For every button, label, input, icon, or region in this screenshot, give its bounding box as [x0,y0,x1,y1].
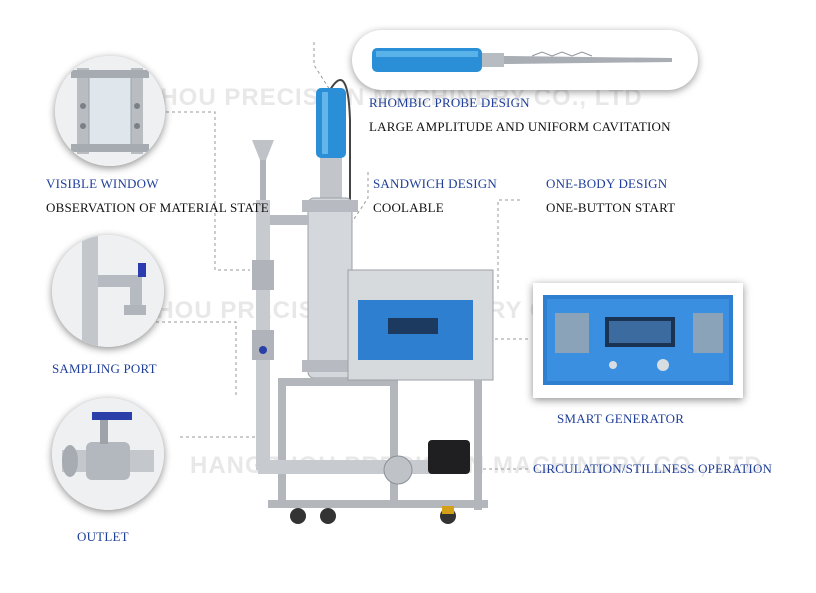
sampling-port-icon [52,235,164,347]
sandwich-description: COOLABLE [373,200,444,215]
probe-detail-image [352,30,698,90]
outlet-icon [52,398,164,510]
visible-window-icon [55,56,165,166]
ultrasonic-reactor-machine [252,79,494,524]
visible-window-description: OBSERVATION OF MATERIAL STATE [46,200,269,215]
onebody-description: ONE-BUTTON START [546,200,676,215]
probe-description: LARGE AMPLITUDE AND UNIFORM CAVITATION [369,119,671,134]
visible-window-detail-image [55,56,165,166]
outlet-title: OUTLET [77,529,129,544]
visible-window-title: VISIBLE WINDOW [46,176,159,191]
smart-generator-title: SMART GENERATOR [557,411,685,426]
sampling-port-title: SAMPLING PORT [52,361,157,376]
smart-generator-image [533,283,743,398]
generator-icon [543,295,733,385]
circulation-title: CIRCULATION/STILLNESS OPERATION [533,461,773,476]
outlet-detail-image [52,398,164,510]
probe-icon [372,48,672,72]
probe-title: RHOMBIC PROBE DESIGN [369,95,530,110]
onebody-title: ONE-BODY DESIGN [546,176,668,191]
sampling-port-detail-image [52,235,164,347]
sandwich-title: SANDWICH DESIGN [373,176,497,191]
